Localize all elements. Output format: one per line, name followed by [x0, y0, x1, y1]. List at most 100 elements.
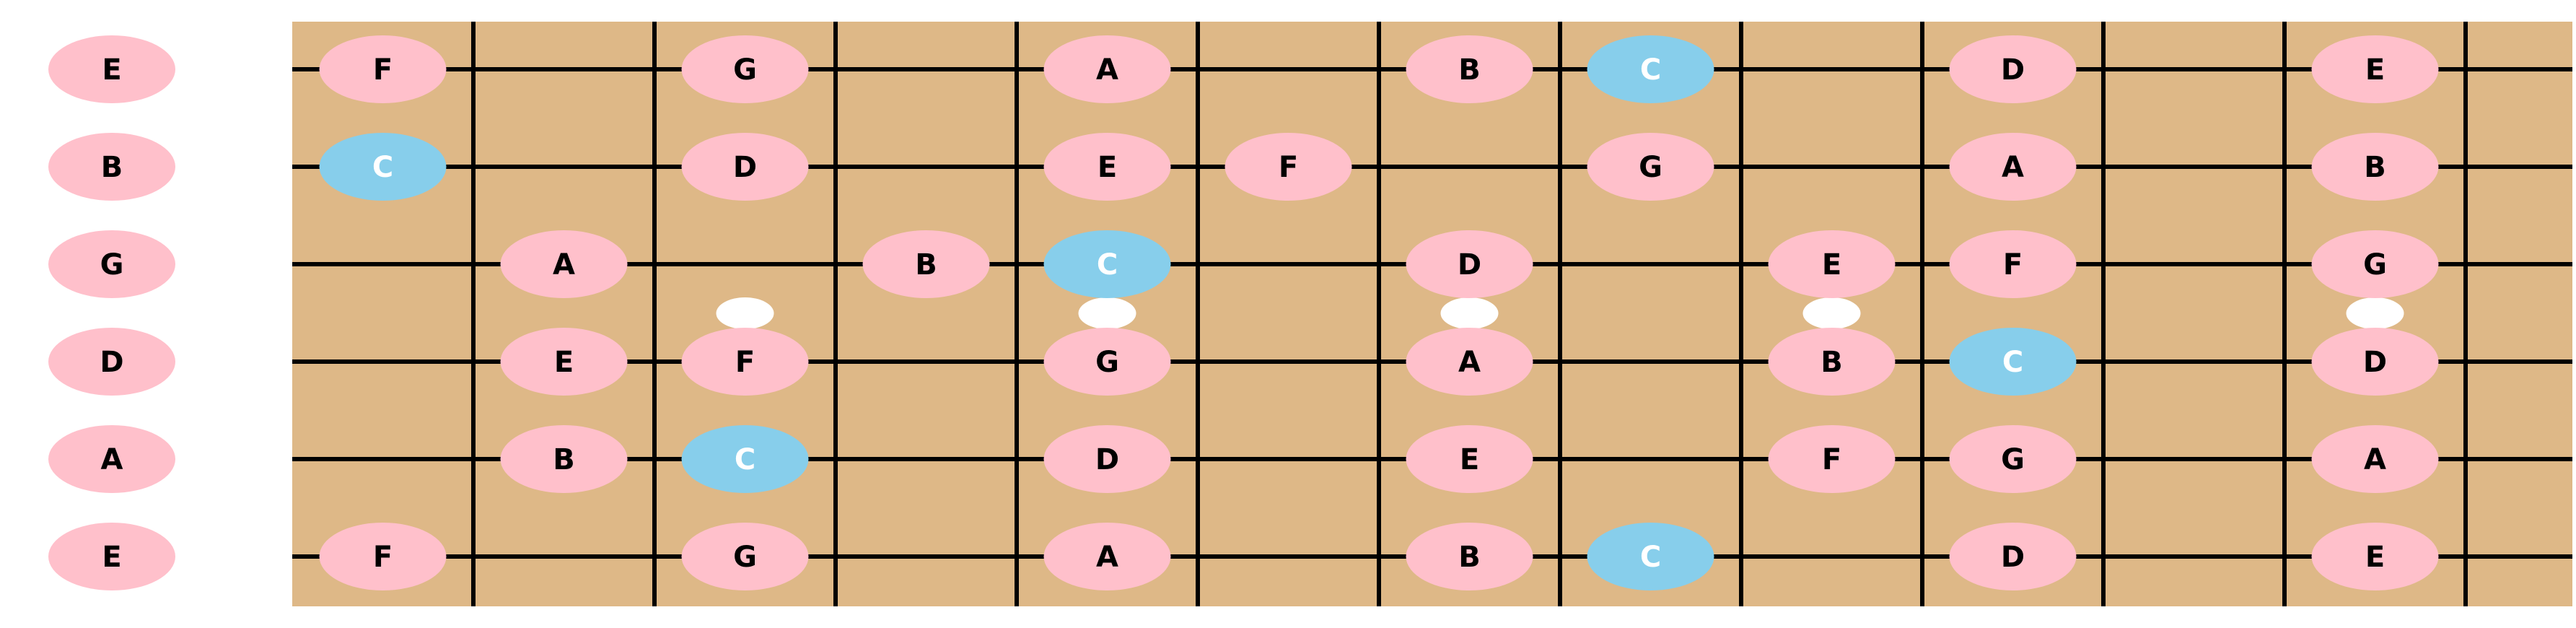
note-label: A — [1096, 53, 1118, 87]
note-label: D — [2363, 346, 2387, 379]
note-marker — [1768, 425, 1896, 493]
note-label: B — [2364, 151, 2386, 184]
note-label: C — [1097, 248, 1118, 282]
note-marker — [500, 230, 628, 298]
fret-note-s2-f1: C — [319, 133, 447, 201]
note-marker — [1949, 230, 2077, 298]
note-marker — [1949, 328, 2077, 396]
fret-note-s1-f5: A — [1043, 35, 1171, 103]
note-marker — [681, 523, 809, 590]
fret-note-s6-f7: B — [1406, 523, 1533, 590]
note-label: B — [101, 151, 123, 184]
note-marker — [1406, 425, 1533, 493]
note-label: C — [2002, 346, 2023, 379]
note-label: E — [2365, 53, 2385, 87]
note-label: A — [553, 248, 575, 282]
note-marker — [1406, 230, 1533, 298]
note-label: F — [373, 541, 393, 574]
note-marker — [1949, 523, 2077, 590]
note-marker — [1225, 133, 1352, 201]
note-marker — [1587, 35, 1714, 103]
note-marker — [2311, 523, 2439, 590]
note-marker — [2311, 35, 2439, 103]
note-label: E — [102, 541, 121, 574]
note-label: D — [100, 346, 123, 379]
note-label: E — [2365, 541, 2385, 574]
note-marker — [319, 133, 447, 201]
note-label: G — [733, 53, 757, 87]
fret-note-s1-f8: C — [1587, 35, 1714, 103]
note-marker — [48, 425, 175, 493]
fret-note-s3-f5: C — [1043, 230, 1171, 298]
fret-inlay-dot-5 — [1078, 297, 1136, 329]
note-label: G — [100, 248, 124, 282]
fret-note-s6-f8: C — [1587, 523, 1714, 590]
fret-note-s6-f10: D — [1949, 523, 2077, 590]
note-marker — [1043, 35, 1171, 103]
fret-note-s4-f2: E — [500, 328, 628, 396]
note-label: F — [2003, 248, 2023, 282]
fret-note-s3-f4: B — [862, 230, 990, 298]
fret-note-s5-f9: F — [1768, 425, 1896, 493]
open-string-label-3: G — [48, 230, 175, 298]
note-marker — [48, 328, 175, 396]
note-label: F — [735, 346, 755, 379]
note-label: D — [1458, 248, 1481, 282]
fret-note-s5-f5: D — [1043, 425, 1171, 493]
note-marker — [2311, 230, 2439, 298]
fret-note-s2-f10: A — [1949, 133, 2077, 201]
fret-inlay-dot-9 — [1802, 297, 1861, 329]
fret-note-s4-f9: B — [1768, 328, 1896, 396]
open-string-label-6: E — [48, 523, 175, 590]
note-label: D — [733, 151, 757, 184]
note-label: C — [735, 443, 755, 476]
fret-note-s1-f10: D — [1949, 35, 2077, 103]
fret-note-s4-f12: D — [2311, 328, 2439, 396]
note-marker — [500, 328, 628, 396]
fret-note-s6-f12: E — [2311, 523, 2439, 590]
note-label: E — [1460, 443, 1479, 476]
note-marker — [1949, 425, 2077, 493]
note-label: E — [102, 53, 121, 87]
fret-note-s5-f3: C — [681, 425, 809, 493]
note-marker — [319, 523, 447, 590]
note-label: F — [1822, 443, 1841, 476]
note-marker — [681, 425, 809, 493]
note-label: B — [1458, 541, 1481, 574]
note-marker — [48, 35, 175, 103]
note-label: G — [1095, 346, 1119, 379]
note-marker — [1768, 328, 1896, 396]
note-marker — [1949, 133, 2077, 201]
fret-inlay-dot-3 — [716, 297, 774, 329]
note-label: B — [553, 443, 575, 476]
note-label: G — [2001, 443, 2025, 476]
note-marker — [2311, 133, 2439, 201]
open-string-label-5: A — [48, 425, 175, 493]
note-label: B — [1821, 346, 1843, 379]
note-label: C — [1640, 541, 1661, 574]
note-marker — [500, 425, 628, 493]
open-string-label-1: E — [48, 35, 175, 103]
note-marker — [48, 133, 175, 201]
fret-note-s1-f1: F — [319, 35, 447, 103]
note-marker — [1043, 133, 1171, 201]
note-marker — [48, 523, 175, 590]
note-marker — [1043, 425, 1171, 493]
note-label: A — [101, 443, 123, 476]
fret-inlay-dot-12 — [2346, 297, 2404, 329]
note-label: D — [2001, 53, 2025, 87]
note-marker — [1406, 328, 1533, 396]
note-marker — [319, 35, 447, 103]
fret-note-s4-f7: A — [1406, 328, 1533, 396]
note-label: A — [1096, 541, 1118, 574]
fret-note-s2-f3: D — [681, 133, 809, 201]
note-label: G — [2363, 248, 2387, 282]
note-label: G — [733, 541, 757, 574]
note-label: A — [1458, 346, 1481, 379]
note-label: E — [1822, 248, 1841, 282]
fret-note-s5-f2: B — [500, 425, 628, 493]
fret-note-s5-f12: A — [2311, 425, 2439, 493]
note-label: E — [554, 346, 574, 379]
note-marker — [48, 230, 175, 298]
